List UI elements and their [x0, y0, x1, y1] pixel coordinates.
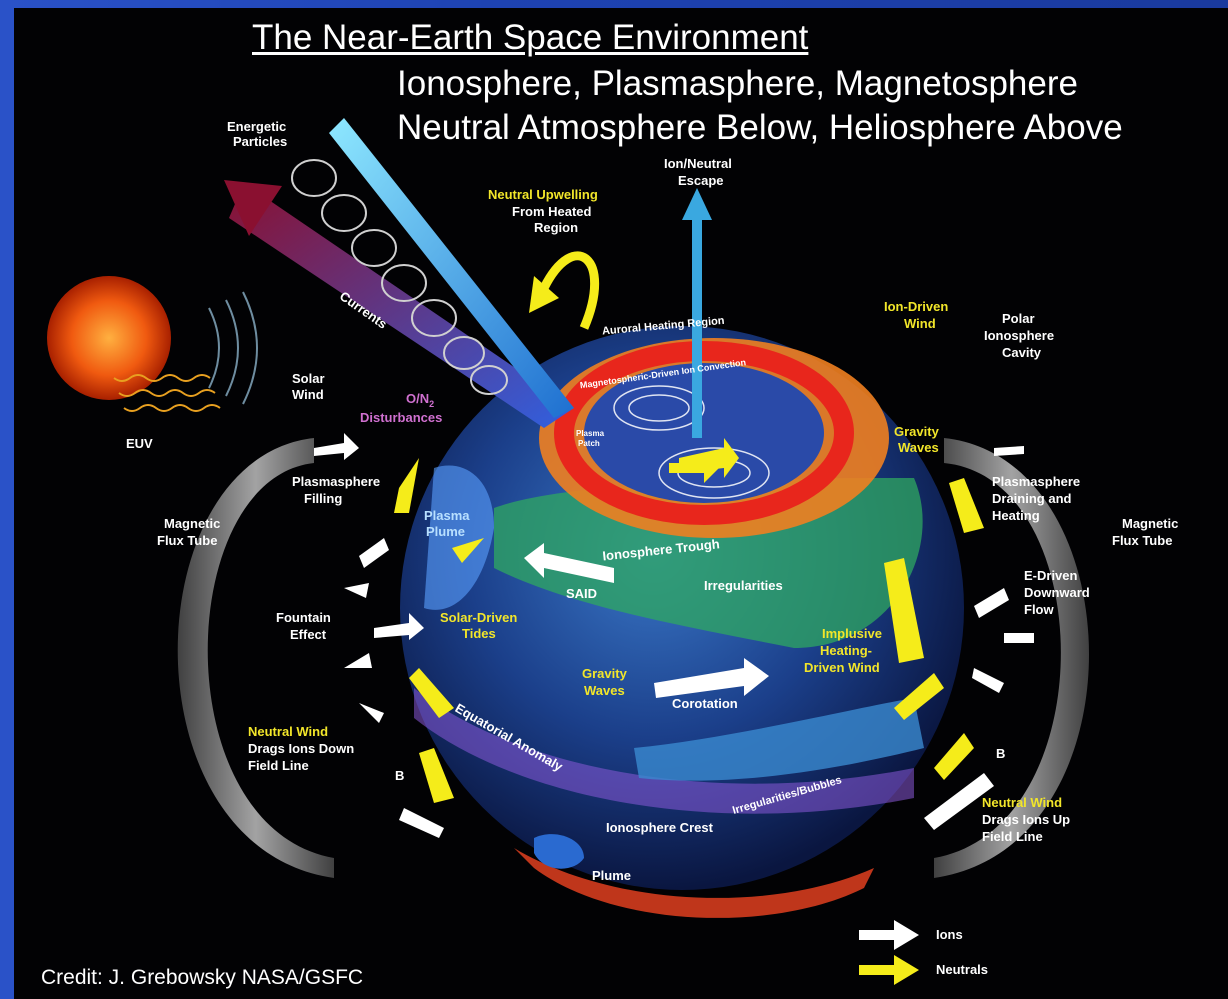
label-neutral-wind-right-3: Field Line — [982, 829, 1043, 844]
label-gravity-waves-mid-1: Gravity — [582, 666, 628, 681]
label-flux-tube-left-1: Magnetic — [164, 516, 220, 531]
bubbles-band — [634, 698, 924, 781]
label-ionosphere-crest: Ionosphere Crest — [606, 820, 714, 835]
label-ion-neutral-escape-1: Ion/Neutral — [664, 156, 732, 171]
euv-waves — [113, 374, 221, 412]
label-plasmasphere-filling-2: Filling — [304, 491, 342, 506]
diagram-panel: Energetic Particles Ion/Neutral Escape F… — [14, 8, 1228, 999]
label-neutral-wind-right-1: Neutral Wind — [982, 795, 1062, 810]
label-neutral-wind-left-2: Drags Ions Down — [248, 741, 354, 756]
label-polar-cavity-2: Ionosphere — [984, 328, 1054, 343]
label-irregularities: Irregularities — [704, 578, 783, 593]
label-neutral-wind-left-1: Neutral Wind — [248, 724, 328, 739]
label-corotation: Corotation — [672, 696, 738, 711]
label-polar-cavity-1: Polar — [1002, 311, 1035, 326]
label-gravity-waves-top-1: Gravity — [894, 424, 940, 439]
label-ion-neutral-escape-2: Escape — [678, 173, 724, 188]
label-implusive-1: Implusive — [822, 626, 882, 641]
diagram-subtitle-line2: Neutral Atmosphere Below, Heliosphere Ab… — [397, 108, 1123, 147]
label-solar-driven-tides-1: Solar-Driven — [440, 610, 517, 625]
right-flux-tube — [934, 438, 1089, 878]
label-fountain-effect-2: Effect — [290, 627, 327, 642]
legend-neutrals-arrow — [859, 955, 919, 985]
polar-cap-inner — [584, 363, 824, 503]
credit-text: Credit: J. Grebowsky NASA/GSFC — [41, 966, 364, 989]
plume-patch — [534, 834, 584, 869]
label-ion-driven-wind-2: Wind — [904, 316, 936, 331]
label-e-driven-flow-2: Downward — [1024, 585, 1090, 600]
label-gravity-waves-top-2: Waves — [898, 440, 939, 455]
label-neutral-upwelling-3: Region — [534, 220, 578, 235]
legend-neutrals-label: Neutrals — [936, 962, 988, 977]
label-gravity-waves-mid-2: Waves — [584, 683, 625, 698]
label-e-driven-flow-1: E-Driven — [1024, 568, 1078, 583]
label-plasmasphere-filling-1: Plasmasphere — [292, 474, 380, 489]
diagram-title: The Near-Earth Space Environment — [252, 18, 809, 57]
upwelling-arrow — [539, 251, 599, 330]
label-neutral-upwelling-1: Neutral Upwelling — [488, 187, 598, 202]
upwelling-arrowhead — [529, 276, 559, 313]
label-euv: EUV — [126, 436, 153, 451]
label-neutral-wind-left-3: Field Line — [248, 758, 309, 773]
label-neutral-upwelling-2: From Heated — [512, 204, 592, 219]
label-solar-wind-1: Solar — [292, 371, 325, 386]
label-solar-driven-tides-2: Tides — [462, 626, 496, 641]
ion-arrows — [314, 433, 1034, 838]
left-flux-tube — [177, 438, 334, 878]
auroral-ring — [554, 341, 854, 525]
label-o-n2-2: Disturbances — [360, 410, 442, 425]
label-o-n2-1: O/N2 — [406, 391, 434, 409]
label-said: SAID — [566, 586, 597, 601]
label-flux-tube-left-2: Flux Tube — [157, 533, 217, 548]
green-ionosphere-band — [494, 478, 923, 648]
label-fountain-effect-1: Fountain — [276, 610, 331, 625]
escape-arrowhead — [682, 188, 712, 220]
solar-wind-arcs — [208, 291, 258, 405]
label-energetic-particles-1: Energetic — [227, 119, 286, 134]
convection-cells — [613, 385, 770, 499]
currents-arrowhead — [224, 180, 282, 236]
energetic-particles-beam — [329, 118, 574, 418]
neutral-arrows — [394, 438, 984, 803]
label-ion-driven-wind-1: Ion-Driven — [884, 299, 948, 314]
label-plasma-patch-1: Plasma — [576, 429, 605, 438]
label-plasma-plume-1: Plasma — [424, 508, 470, 523]
label-b-right: B — [996, 746, 1005, 761]
label-flux-tube-right-2: Flux Tube — [1112, 533, 1172, 548]
legend-ions-arrow — [859, 920, 919, 950]
equatorial-anomaly-band — [414, 688, 914, 814]
label-plume: Plume — [592, 868, 631, 883]
sun-icon — [47, 276, 171, 400]
equator-red-band — [514, 848, 874, 918]
label-plasmasphere-draining-2: Draining and — [992, 491, 1072, 506]
label-energetic-particles-2: Particles — [233, 134, 287, 149]
plasma-plume-region — [424, 465, 494, 610]
label-flux-tube-right-1: Magnetic — [1122, 516, 1178, 531]
diagram-subtitle-line1: Ionosphere, Plasmasphere, Magnetosphere — [397, 64, 1078, 103]
label-implusive-3: Driven Wind — [804, 660, 880, 675]
legend-ions-label: Ions — [936, 927, 963, 942]
label-implusive-2: Heating- — [820, 643, 872, 658]
label-plasma-plume-2: Plume — [426, 524, 465, 539]
label-plasmasphere-draining-3: Heating — [992, 508, 1040, 523]
particle-spirals — [291, 159, 508, 395]
label-e-driven-flow-3: Flow — [1024, 602, 1054, 617]
label-b-left: B — [395, 768, 404, 783]
label-solar-wind-2: Wind — [292, 387, 324, 402]
label-plasmasphere-draining-1: Plasmasphere — [992, 474, 1080, 489]
near-earth-diagram: Energetic Particles Ion/Neutral Escape F… — [47, 118, 1178, 985]
label-plasma-patch-2: Patch — [578, 439, 600, 448]
label-neutral-wind-right-2: Drags Ions Up — [982, 812, 1070, 827]
label-polar-cavity-3: Cavity — [1002, 345, 1042, 360]
